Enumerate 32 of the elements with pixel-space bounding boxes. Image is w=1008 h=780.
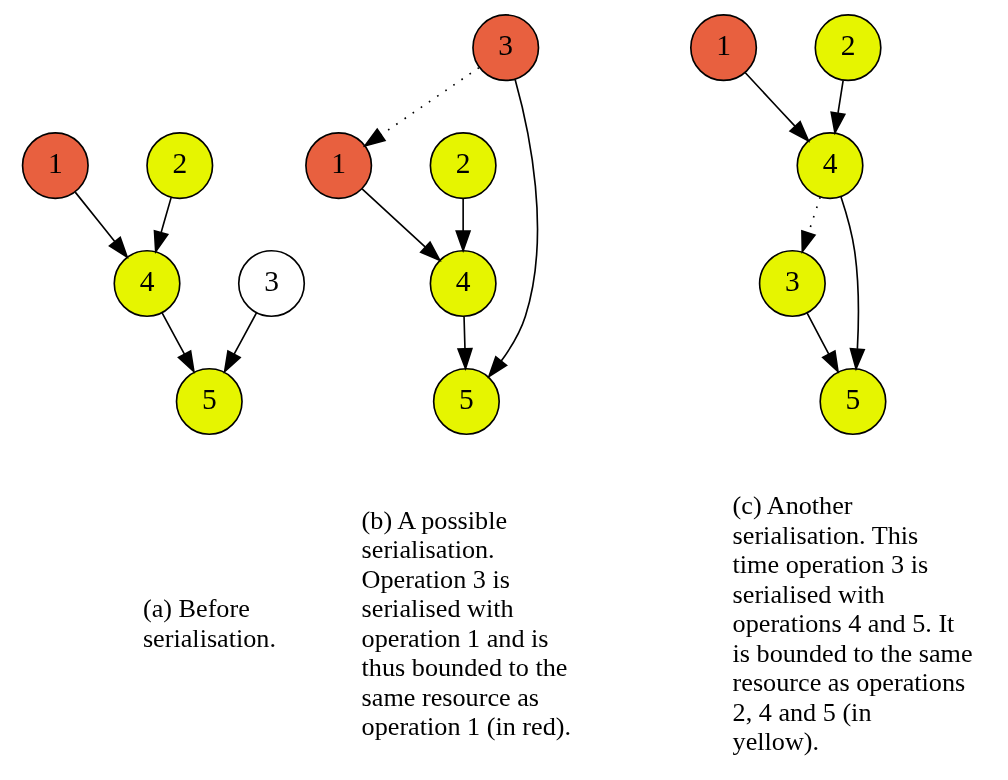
arrow — [743, 71, 810, 143]
node-circle: 3 — [758, 249, 826, 318]
label: (b) A possible serialisation. Operation 3 is serialised with operation 1 and is thus bounded to the same resource as operation 1 (in red). — [361, 505, 571, 742]
node-circle: 1 — [304, 132, 372, 200]
arrow — [805, 312, 839, 374]
arrow — [454, 197, 471, 254]
node-circle: 4 — [795, 132, 864, 200]
node-circle: 1 — [689, 14, 757, 82]
node-circle: 5 — [818, 367, 887, 436]
arrow — [829, 79, 846, 136]
label: (c) Another serialisation. This time operation 3 is serialised with operations 4 and 5. It is bounded to the same resource as operations 2, 4 and 5 (in yellow). — [732, 491, 973, 757]
node-circle: 3 — [471, 14, 539, 82]
node-circle: 2 — [145, 132, 213, 200]
node-circle: 2 — [813, 14, 882, 82]
node-circle: 1 — [21, 132, 89, 200]
node-circle: 5 — [432, 367, 500, 436]
node-circle: 3 — [237, 249, 305, 318]
arrow — [839, 196, 865, 372]
arrow — [360, 188, 442, 263]
arrow — [800, 196, 821, 254]
arrow — [160, 312, 195, 374]
arrow — [486, 79, 538, 379]
arrow — [153, 196, 172, 254]
node-circle: 5 — [175, 367, 243, 436]
arrow — [73, 191, 129, 259]
arrow — [456, 315, 473, 372]
node-circle: 2 — [429, 132, 497, 200]
node-circle: 4 — [429, 249, 497, 318]
arrow — [362, 66, 480, 148]
node-circle: 4 — [112, 249, 181, 318]
arrow — [222, 312, 257, 374]
label: (a) Before serialisation. — [142, 594, 276, 653]
